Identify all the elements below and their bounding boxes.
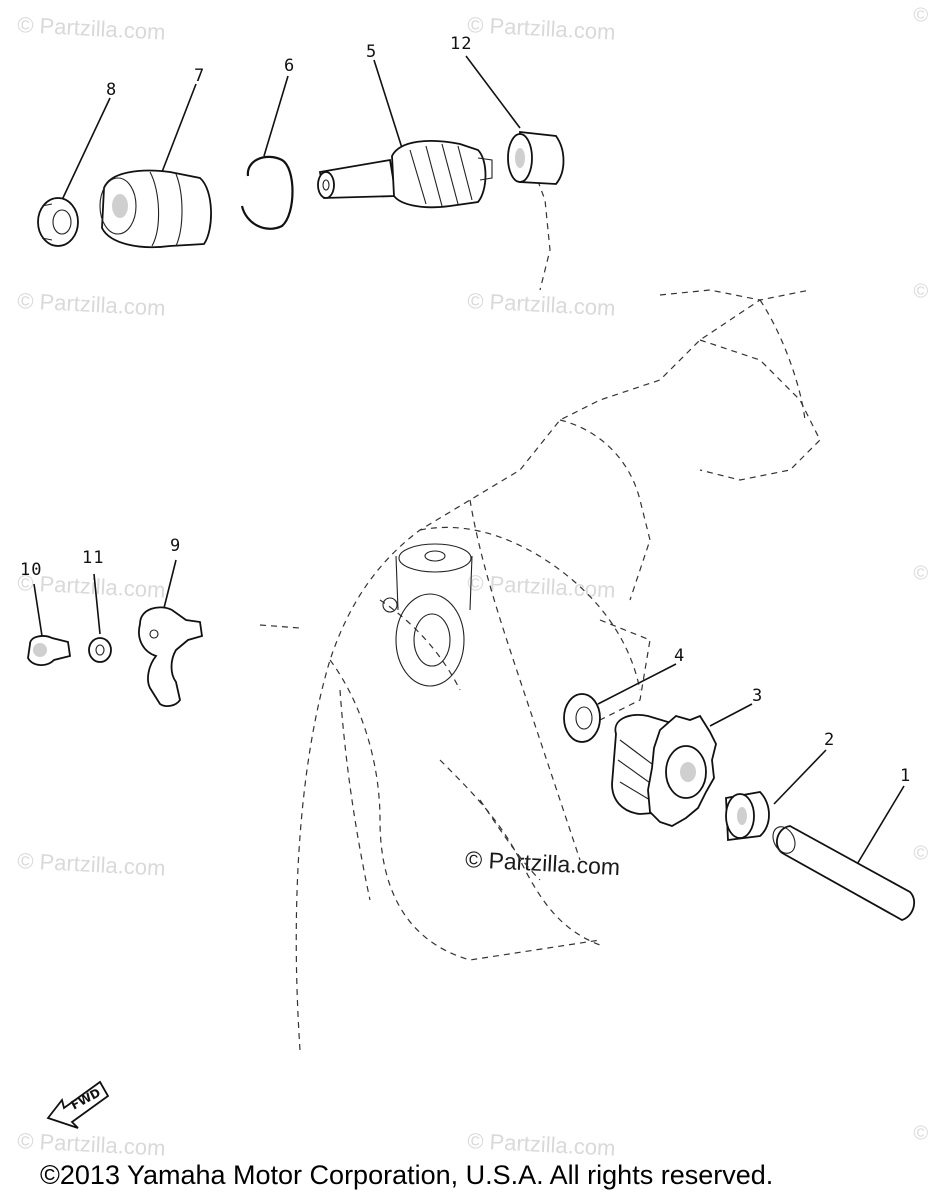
callout-7: 7 (194, 66, 206, 86)
part-6-circlip (240, 155, 294, 230)
engine-case-outline (259, 159, 821, 1051)
part-9-plate (138, 606, 204, 707)
callout-5: 5 (366, 42, 378, 62)
callout-2: 2 (824, 730, 836, 750)
part-3-drive-gear (611, 714, 717, 827)
callout-9: 9 (170, 536, 182, 556)
fwd-arrow-icon (46, 1080, 110, 1129)
copyright-notice: ©2013 Yamaha Motor Corporation, U.S.A. A… (40, 1160, 774, 1190)
part-8-oil-seal (37, 197, 79, 247)
callout-1: 1 (900, 766, 912, 786)
callout-8: 8 (106, 80, 118, 100)
callout-11: 11 (82, 548, 105, 568)
part-12-bushing (507, 130, 565, 185)
callout-10: 10 (20, 560, 43, 580)
callout-3: 3 (752, 686, 764, 706)
callout-12: 12 (450, 34, 473, 54)
part-10-screw (27, 635, 72, 666)
part-5-gear-shaft (317, 139, 493, 209)
part-1-shaft (772, 825, 916, 921)
callout-4: 4 (674, 646, 686, 666)
callout-6: 6 (284, 56, 296, 76)
part-4-thrust-washer (563, 693, 601, 743)
part-11-washer (88, 637, 112, 663)
case-boss (382, 543, 473, 687)
leader-lines (33, 55, 905, 867)
part-7-gear-housing (99, 169, 212, 249)
part-2-bushing (725, 791, 770, 842)
